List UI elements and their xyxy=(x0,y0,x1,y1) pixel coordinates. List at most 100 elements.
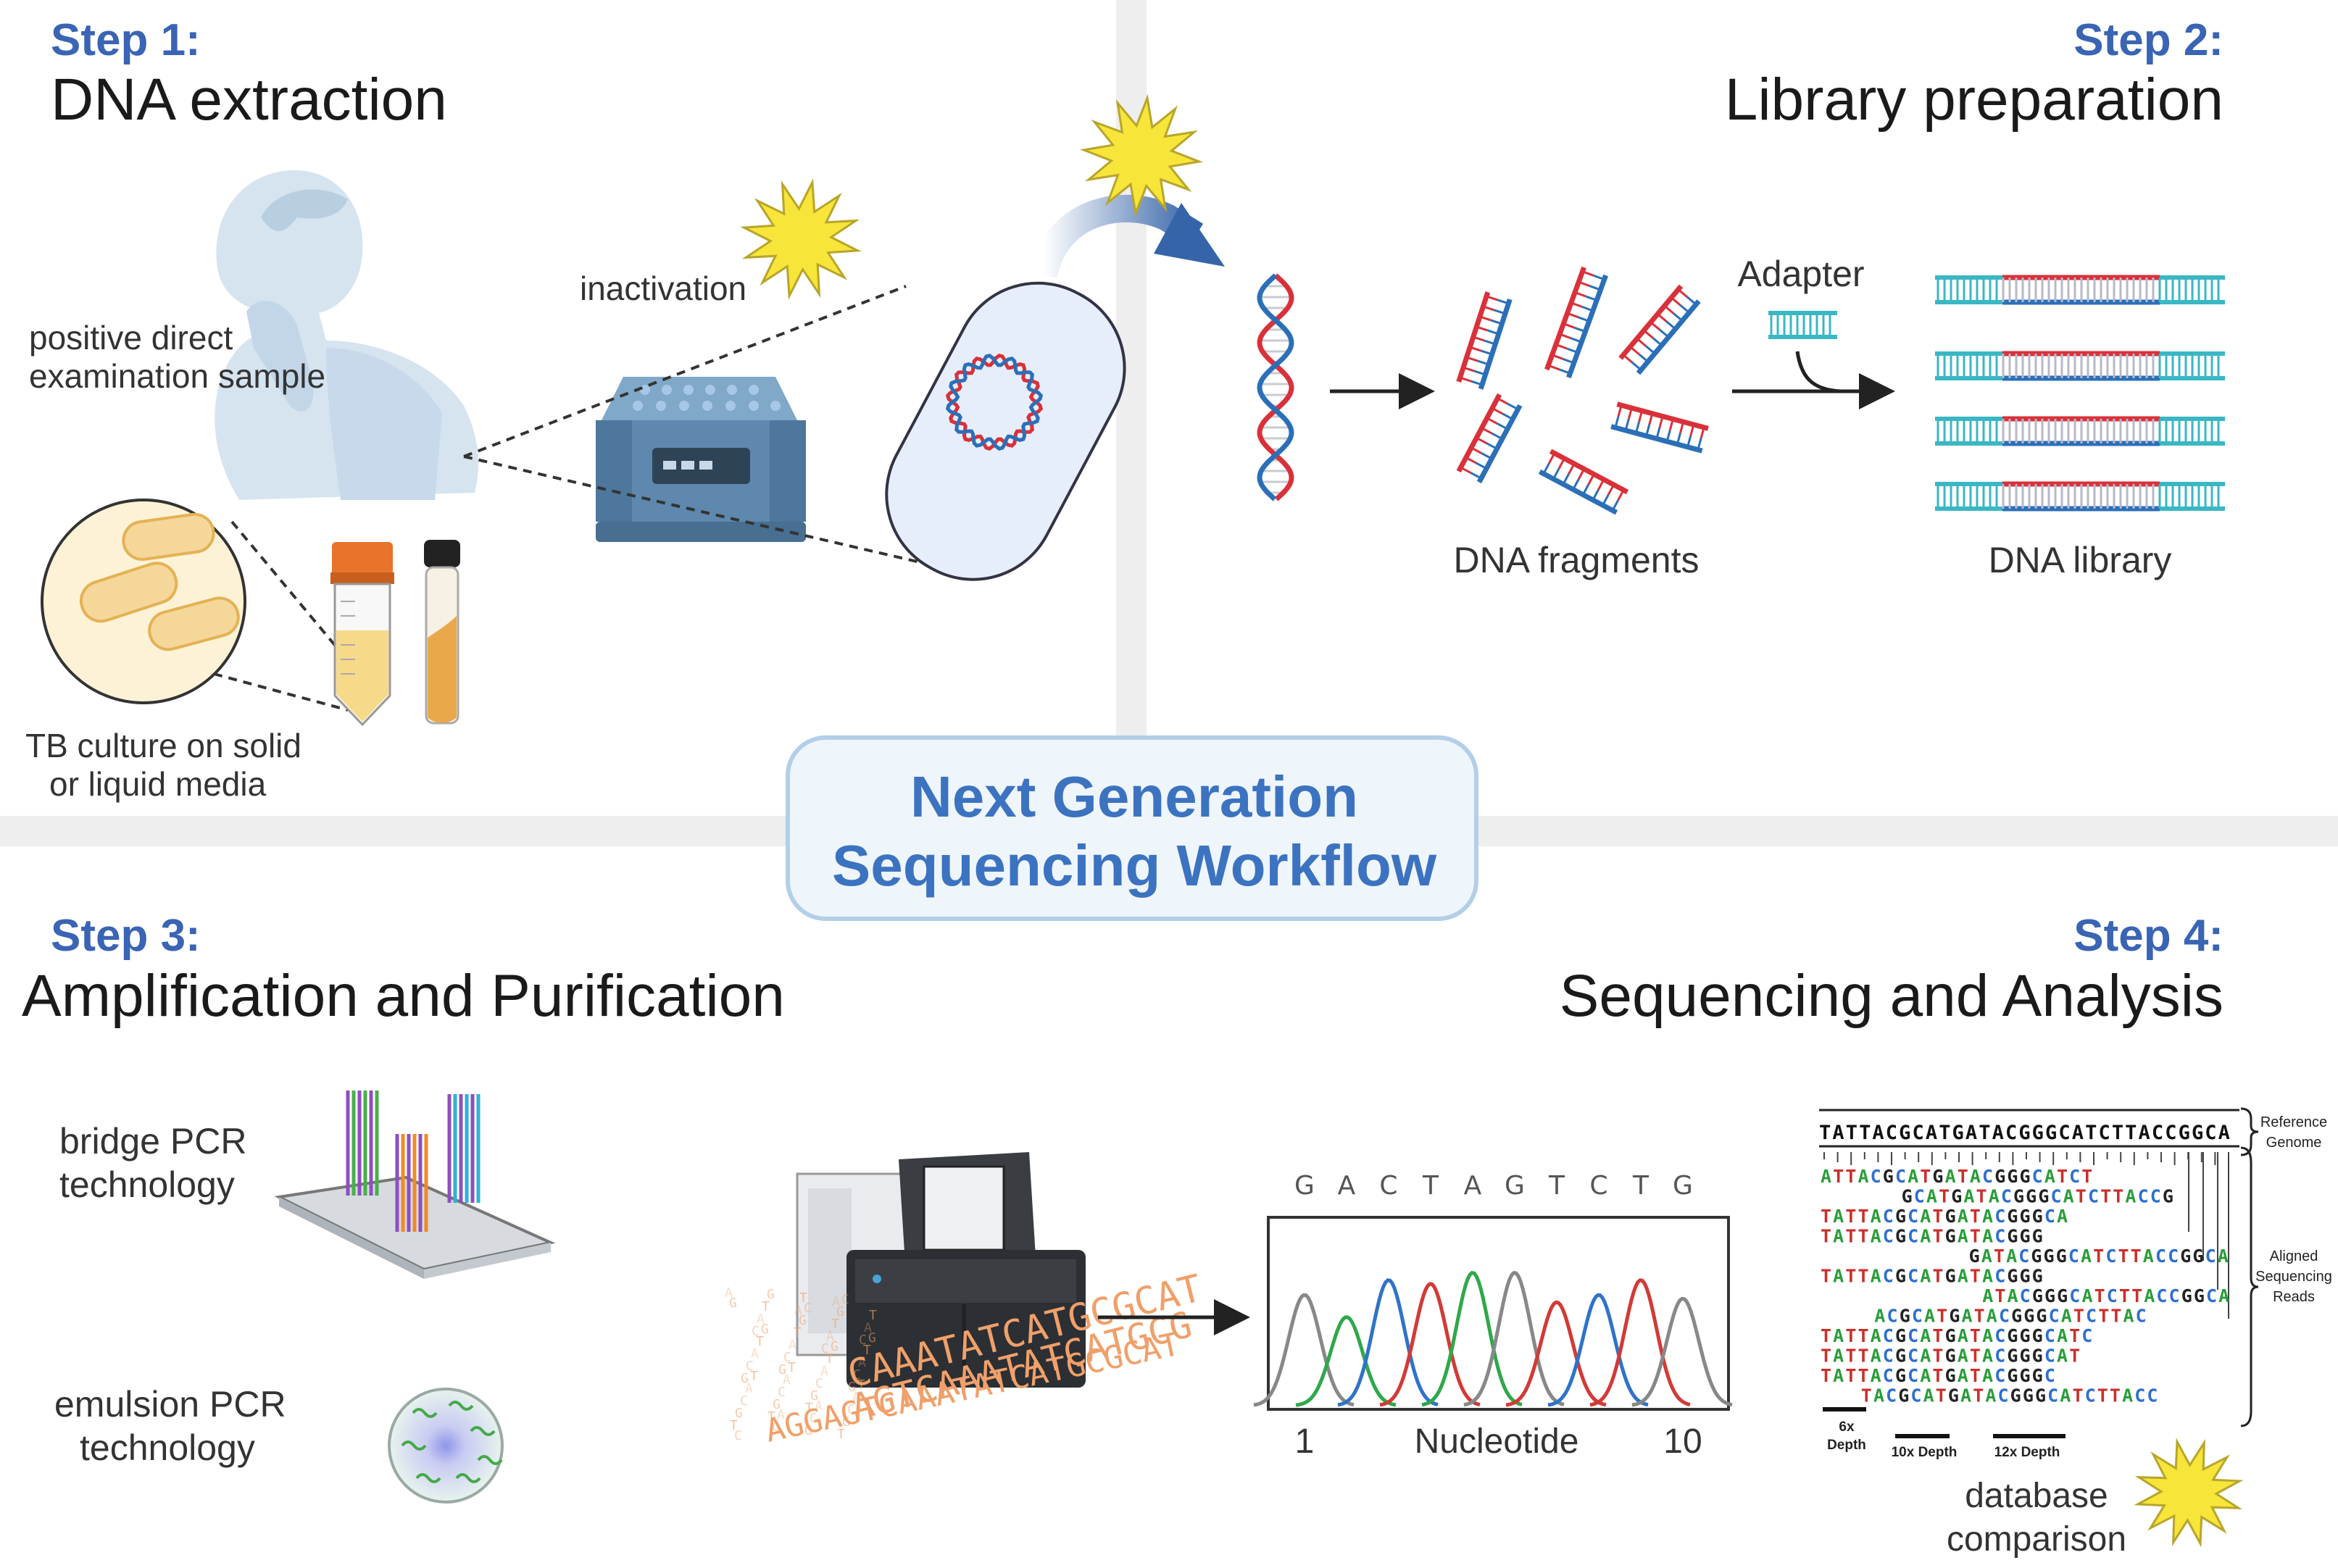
database-label-line2: comparison xyxy=(1947,1520,2126,1559)
adapter-icon xyxy=(1768,311,1837,339)
dna-library-group xyxy=(1935,275,2225,512)
svg-text:C: C xyxy=(804,1301,812,1316)
culture-label-line2: or liquid media xyxy=(49,765,267,803)
svg-text:T: T xyxy=(762,1299,770,1314)
svg-text:C: C xyxy=(778,1385,786,1400)
svg-text:C: C xyxy=(740,1393,748,1409)
chromatogram-peak xyxy=(1337,1278,1439,1407)
svg-text:T: T xyxy=(730,1418,738,1433)
svg-text:A: A xyxy=(757,1311,765,1327)
svg-text:C: C xyxy=(847,1402,855,1417)
star-icon xyxy=(1079,93,1204,218)
fragments-label: DNA fragments xyxy=(1453,540,1699,580)
read-alignment: TATTACGCATGATACGGGCATCTTACCGGCA Referenc… xyxy=(1819,1107,2332,1460)
aligned-label-line3: Reads xyxy=(2273,1289,2315,1305)
star-icon xyxy=(740,178,862,300)
svg-text:G: G xyxy=(804,1423,812,1438)
heat-block-icon xyxy=(596,377,806,542)
svg-text:T: T xyxy=(799,1290,807,1306)
svg-text:G: G xyxy=(773,1397,781,1412)
star-icon xyxy=(2134,1438,2244,1548)
svg-text:G: G xyxy=(767,1287,775,1302)
sample-label-line2: examination sample xyxy=(29,357,325,395)
step3-title: Amplification and Purification xyxy=(22,963,785,1029)
step2-title: Library preparation xyxy=(1725,67,2223,133)
bridge-label-line2: technology xyxy=(59,1164,235,1205)
sample-label-line1: positive direct xyxy=(29,319,233,356)
chromatogram-xlabel: Nucleotide xyxy=(1415,1422,1579,1461)
svg-text:G: G xyxy=(741,1371,749,1386)
bacteria-icon xyxy=(41,499,349,712)
chromatogram-base-label: A xyxy=(1338,1171,1356,1201)
svg-text:G: G xyxy=(836,1304,844,1319)
chromatogram-base-label: T xyxy=(1632,1171,1650,1201)
svg-text:G: G xyxy=(848,1380,856,1395)
svg-text:A: A xyxy=(725,1285,733,1301)
svg-text:G: G xyxy=(778,1362,786,1377)
svg-text:C: C xyxy=(841,1292,849,1307)
svg-text:T: T xyxy=(831,1317,839,1332)
reference-label-line2: Genome xyxy=(2266,1135,2322,1151)
chromatogram-x-end: 10 xyxy=(1663,1422,1702,1461)
chromatogram-base-label: T xyxy=(1548,1171,1565,1201)
curved-arrow xyxy=(1030,194,1204,279)
emulsion-bead-icon xyxy=(388,1388,504,1504)
svg-text:T: T xyxy=(805,1401,813,1416)
svg-text:T: T xyxy=(756,1334,764,1349)
step4-title: Sequencing and Analysis xyxy=(1560,963,2223,1029)
svg-text:G: G xyxy=(868,1330,876,1346)
svg-text:T: T xyxy=(857,1377,865,1393)
aligned-read: TATTACGCATGATACGGGCA xyxy=(1821,1206,2069,1227)
depth-6x-line2: Depth xyxy=(1827,1438,1866,1453)
chromatogram-peak xyxy=(1379,1282,1481,1407)
svg-text:T: T xyxy=(837,1427,845,1442)
culture-tube-icon xyxy=(330,540,460,727)
chromatogram-base-label: G xyxy=(1294,1171,1315,1201)
svg-text:G: G xyxy=(799,1313,807,1328)
dna-helix-icon xyxy=(1257,273,1294,501)
svg-text:A: A xyxy=(858,1355,866,1370)
culture-label-line1: TB culture on solid xyxy=(25,727,301,764)
zoom-lines xyxy=(463,285,965,574)
chromatogram-base-label: T xyxy=(1422,1171,1439,1201)
svg-text:A: A xyxy=(864,1320,872,1335)
svg-text:T: T xyxy=(788,1360,796,1375)
step2-label: Step 2: xyxy=(2073,15,2223,65)
svg-text:C: C xyxy=(746,1359,754,1374)
chromatogram-peak xyxy=(1295,1315,1397,1407)
chromatogram-x-start: 1 xyxy=(1295,1422,1315,1461)
aligned-read: TATTACGCATGATACGGGC xyxy=(1821,1365,2057,1386)
svg-text:G: G xyxy=(810,1388,818,1404)
aligned-read: TATTACGCATGATACGGGCAT xyxy=(1821,1346,2081,1367)
center-title-line2: Sequencing Workflow xyxy=(832,833,1437,898)
svg-text:T: T xyxy=(767,1409,775,1425)
svg-text:T: T xyxy=(750,1369,758,1384)
person-icon xyxy=(215,170,478,500)
svg-text:G: G xyxy=(842,1414,850,1430)
svg-text:C: C xyxy=(821,1341,829,1356)
curved-arrow-head xyxy=(1154,203,1225,267)
adapter-join-line xyxy=(1795,351,1842,393)
dna-fragments-group xyxy=(1456,266,1709,515)
svg-text:A: A xyxy=(751,1346,759,1361)
svg-text:C: C xyxy=(783,1350,791,1365)
aligned-read: TATTACGCATGATACGGG xyxy=(1821,1226,2044,1247)
aligned-read: ACGCATGATACGGGCATCTTAC xyxy=(1874,1306,2147,1327)
aligned-read: ATACGGGCATCTTACCGGCA xyxy=(1982,1285,2231,1306)
aligned-read: ATTACGCATGATACGGGCATCT xyxy=(1821,1166,2094,1187)
svg-text:C: C xyxy=(859,1333,867,1348)
library-label: DNA library xyxy=(1989,540,2172,580)
aligned-read: TATTACGCATGATACGGGCATC xyxy=(1821,1325,2094,1346)
svg-text:G: G xyxy=(735,1406,743,1421)
chromatogram-peak xyxy=(1589,1278,1691,1407)
step1-title: DNA extraction xyxy=(51,67,447,133)
aligned-read: TACGCATGATACGGGCATCTTACC xyxy=(1861,1385,2160,1406)
step1-label: Step 1: xyxy=(51,15,201,65)
aligned-read: GCATGATACGGGCATCTTACCG xyxy=(1902,1186,2175,1207)
chromatogram-base-label: G xyxy=(1673,1171,1693,1201)
svg-text:T: T xyxy=(794,1325,802,1340)
depth-6x-line1: 6x xyxy=(1839,1419,1855,1435)
